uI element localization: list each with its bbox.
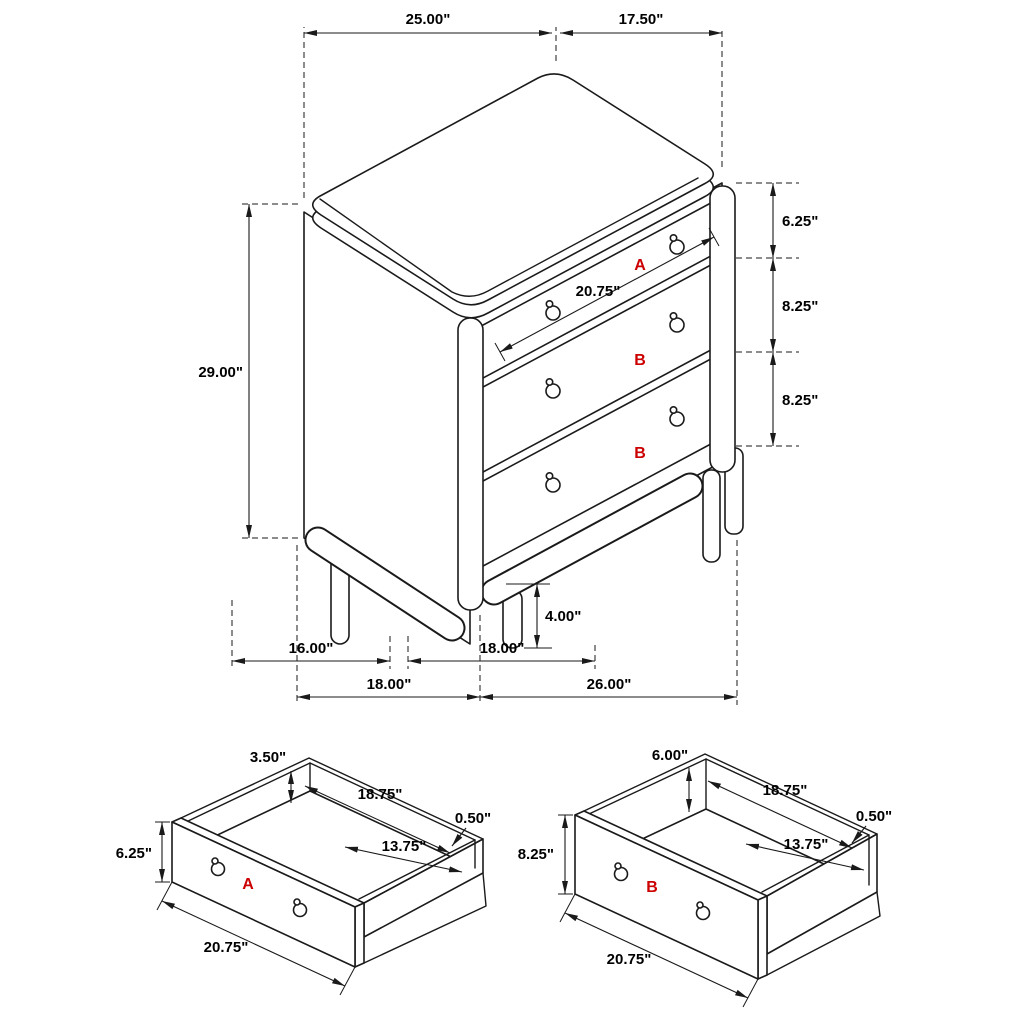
drawer-a-bottom-edge: [363, 872, 487, 964]
corner-post-front: [457, 317, 484, 611]
dim-b-wall-thickness-label: 0.50": [856, 808, 892, 825]
drawer-b-bottom-edge: [766, 891, 881, 976]
base-rail-side: [304, 526, 466, 642]
drawer-knob-icon: [210, 857, 226, 877]
dim-drawer-heights: 6.25" 8.25" 8.25": [736, 182, 818, 447]
dim-bottom-drawer-height-label: 8.25": [782, 392, 818, 409]
drawer-label-middle: B: [634, 352, 646, 369]
drawer-a-front-side-edge: [354, 902, 365, 968]
corner-post-right: [709, 185, 736, 473]
dim-a-front-width-label: 20.75": [204, 939, 249, 956]
drawer-b-front-side-edge: [757, 895, 768, 980]
dim-b-side-height: 6.00": [652, 747, 692, 812]
dim-base-width-label: 26.00": [587, 676, 632, 693]
drawer-knob-icon: [545, 378, 561, 399]
dim-body-height: 29.00": [198, 203, 298, 539]
dim-b-inner-width: 18.75": [707, 780, 853, 849]
dim-a-front-height: 6.25": [116, 821, 170, 883]
dim-b-front-height: 8.25": [518, 814, 573, 895]
dim-b-inner-width-label: 18.75": [763, 782, 808, 799]
dim-leg-span-depth: 16.00": [231, 600, 391, 669]
dim-b-side-height-label: 6.00": [652, 747, 688, 764]
chest-main-view: [303, 73, 744, 649]
drawer-b-label: B: [646, 879, 658, 896]
drawer-knob-icon: [613, 862, 629, 882]
dim-a-wall-thickness: 0.50": [451, 810, 491, 847]
dim-base-depth: 18.00": [296, 545, 481, 705]
dim-a-front-width: 20.75": [156, 881, 356, 996]
dim-leg-span-depth-label: 16.00": [289, 640, 334, 657]
drawer-b-view: B 6.00" 18.75" 13.75" 0.50" 8.25" 20.7: [518, 747, 892, 1008]
chest-top-face-inner-edge: [319, 177, 699, 297]
dim-top-depth: 17.50": [560, 11, 723, 167]
dim-leg-height-label: 4.00": [545, 608, 581, 625]
dim-drawer-face-width-label: 20.75": [576, 283, 621, 300]
dim-base-depth-label: 18.00": [367, 676, 412, 693]
dim-top-width-label: 25.00": [406, 11, 451, 28]
dim-a-inner-depth-label: 13.75": [382, 838, 427, 855]
drawer-a-view: A 3.50" 18.75" 13.75" 0.50" 6.25" 20.7: [116, 749, 491, 996]
dim-leg-height: 4.00": [506, 583, 581, 649]
dim-b-front-height-label: 8.25": [518, 846, 554, 863]
dim-a-wall-thickness-label: 0.50": [455, 810, 491, 827]
dim-b-inner-depth: 13.75": [745, 836, 865, 871]
dim-a-inner-width: 18.75": [304, 785, 451, 854]
base-rail-front: [480, 472, 704, 606]
chest-top-face: [311, 73, 715, 306]
drawer-knob-icon: [545, 472, 561, 493]
dim-base-width: 26.00": [480, 540, 738, 705]
dim-b-inner-depth-label: 13.75": [784, 836, 829, 853]
dim-a-inner-depth: 13.75": [344, 838, 463, 873]
dim-leg-span-width-label: 18.00": [480, 640, 525, 657]
dim-leg-span-width: 18.00": [407, 636, 596, 669]
dim-b-front-width: 20.75": [559, 893, 759, 1008]
dim-a-side-height-label: 3.50": [250, 749, 286, 766]
drawer-label-top: A: [634, 257, 646, 274]
dim-a-inner-width-label: 18.75": [358, 786, 403, 803]
dim-a-front-height-label: 6.25": [116, 845, 152, 862]
dim-b-front-width-label: 20.75": [607, 951, 652, 968]
dim-b-wall-thickness: 0.50": [851, 808, 892, 844]
dim-top-drawer-height-label: 6.25": [782, 213, 818, 230]
drawer-knob-icon: [669, 406, 685, 427]
dim-top-width: 25.00": [303, 11, 557, 198]
chest-legs: [330, 447, 744, 649]
drawer-label-bottom: B: [634, 445, 646, 462]
main-view-annotations: A B B 25.00" 17.50" 29.00": [198, 11, 818, 705]
dim-body-height-label: 29.00": [198, 364, 243, 381]
dim-middle-drawer-height-label: 8.25": [782, 298, 818, 315]
drawer-a-label: A: [242, 876, 254, 893]
dim-drawer-face-width: 20.75": [494, 227, 720, 362]
dim-top-depth-label: 17.50": [619, 11, 664, 28]
leg-right: [702, 469, 721, 563]
dim-a-side-height: 3.50": [250, 749, 294, 803]
